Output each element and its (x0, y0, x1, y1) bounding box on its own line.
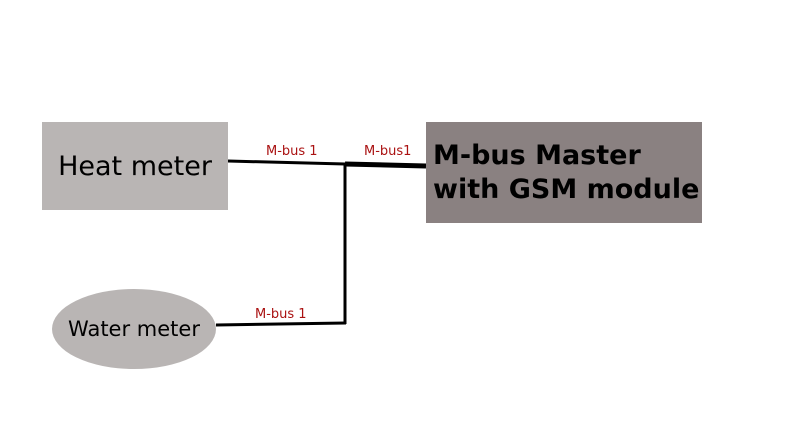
master-title-line2: with GSM module (433, 173, 700, 205)
heat-meter-wire (227, 159, 346, 166)
water-link-label: M-bus 1 (255, 307, 307, 322)
heat-meter-label: Heat meter (58, 150, 212, 182)
water-meter-wire (215, 321, 347, 327)
mbus-master-box: M-bus Master with GSM module (426, 122, 702, 223)
master-link-label: M-bus1 (364, 144, 412, 159)
heat-link-label: M-bus 1 (266, 144, 318, 159)
master-wire (344, 161, 427, 169)
water-meter-label: Water meter (68, 317, 200, 341)
heat-meter-box: Heat meter (42, 122, 228, 210)
water-meter-ellipse: Water meter (52, 289, 216, 369)
master-title-line1: M-bus Master (433, 139, 641, 171)
